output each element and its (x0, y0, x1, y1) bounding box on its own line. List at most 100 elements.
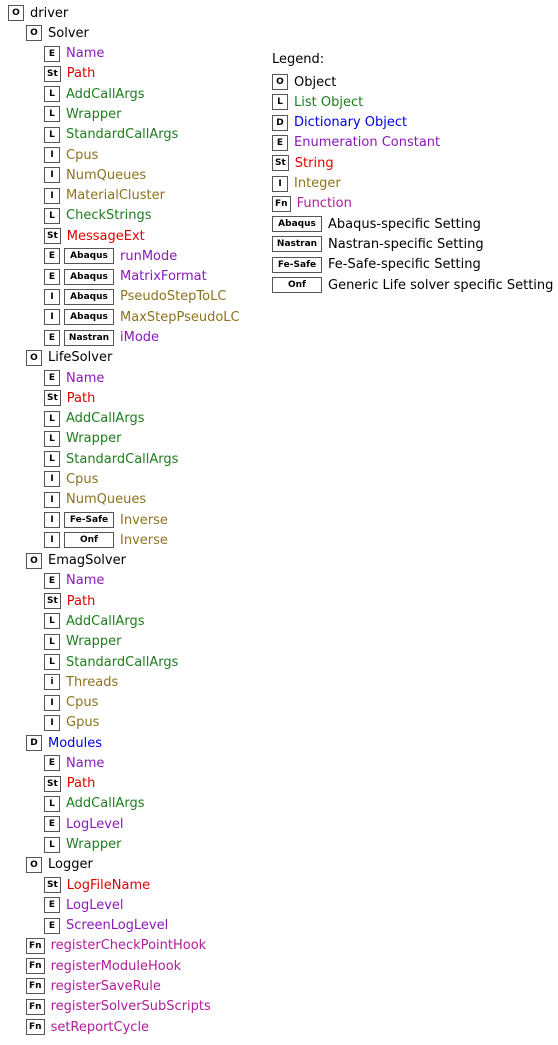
legend-solver-badge: Onf (272, 277, 322, 293)
legend-type-badge: D (272, 114, 288, 131)
type-badge: Fn (26, 937, 45, 954)
type-badge: I (44, 532, 60, 549)
legend-label: Enumeration Constant (294, 135, 441, 151)
tree-node-label: Path (66, 776, 96, 792)
tree-node-label: Wrapper (66, 431, 122, 447)
tree-node-label: Cpus (66, 147, 99, 163)
legend-label: Function (296, 196, 352, 212)
tree-node-label: MessageExt (66, 228, 145, 244)
legend-type-badge: L (272, 94, 288, 111)
tree-node-label: Path (66, 593, 96, 609)
tree-node-label: AddCallArgs (66, 796, 145, 812)
legend-label: Integer (294, 176, 341, 191)
tree-node-label: Inverse (120, 512, 168, 528)
type-badge: O (26, 25, 42, 42)
tree-node-label: iMode (120, 330, 160, 345)
legend-label: Object (294, 74, 337, 90)
tree-node-label: StandardCallArgs (66, 451, 179, 467)
tree-node-wrapper: L Wrapper (44, 104, 121, 124)
tree-node-label: Wrapper (66, 634, 122, 650)
type-badge: St (44, 775, 61, 792)
tree-node-label: ScreenLogLevel (66, 918, 169, 934)
solver-badge: Onf (64, 532, 114, 549)
tree-node-label: Wrapper (66, 837, 122, 852)
tree-node-label: Name (66, 46, 105, 62)
type-badge: I (44, 288, 60, 305)
type-badge: L (44, 126, 60, 143)
tree-node-label: setReportCycle (50, 1019, 150, 1035)
type-badge: St (44, 65, 61, 82)
tree-node-label: runMode (120, 248, 178, 264)
legend-type-badge: St (272, 155, 289, 172)
tree-node-label: Inverse (120, 532, 168, 548)
type-badge: E (44, 897, 60, 914)
type-badge: St (44, 593, 61, 610)
solver-badge: Nastran (64, 329, 114, 346)
legend-solver-badge: Abaqus (272, 216, 322, 233)
type-badge: L (44, 410, 60, 427)
type-badge: L (44, 430, 60, 447)
legend-label: List Object (294, 94, 364, 110)
tree-node-label: Gpus (66, 715, 100, 731)
type-badge: E (44, 572, 60, 589)
type-badge: O (26, 856, 42, 873)
tree-node-label: Path (66, 390, 96, 406)
type-badge: E (44, 45, 60, 62)
type-badge: L (44, 106, 60, 123)
tree-node-label: AddCallArgs (66, 411, 145, 427)
type-badge: St (44, 877, 61, 893)
tree-node-wrapper: L Wrapper (44, 835, 121, 855)
tree-node-standardcallargs: L StandardCallArgs (44, 125, 178, 145)
tree-node-label: registerCheckPointHook (50, 938, 207, 954)
type-badge: E (44, 248, 60, 265)
tree-node-logger: O Logger (26, 855, 93, 875)
type-badge: E (44, 329, 60, 346)
type-badge: L (44, 836, 60, 853)
type-badge: I (44, 491, 60, 508)
tree-node-label: Wrapper (66, 106, 122, 122)
tree-node-label: Name (66, 370, 105, 386)
legend-solver-badge: Fe-Safe (272, 256, 322, 273)
type-badge: L (44, 86, 60, 103)
type-badge: O (26, 349, 42, 366)
tree-node-label: CheckStrings (66, 208, 152, 224)
tree-node-label: StandardCallArgs (66, 127, 179, 143)
tree-node-label: AddCallArgs (66, 86, 145, 102)
tree-node-label: NumQueues (66, 167, 147, 183)
tree-node-label: MaterialCluster (66, 188, 165, 203)
tree-node-label: StandardCallArgs (66, 654, 179, 670)
tree-node-label: Logger (48, 857, 93, 873)
type-badge: Fn (26, 998, 45, 1015)
tree-node-label: Path (66, 66, 96, 82)
